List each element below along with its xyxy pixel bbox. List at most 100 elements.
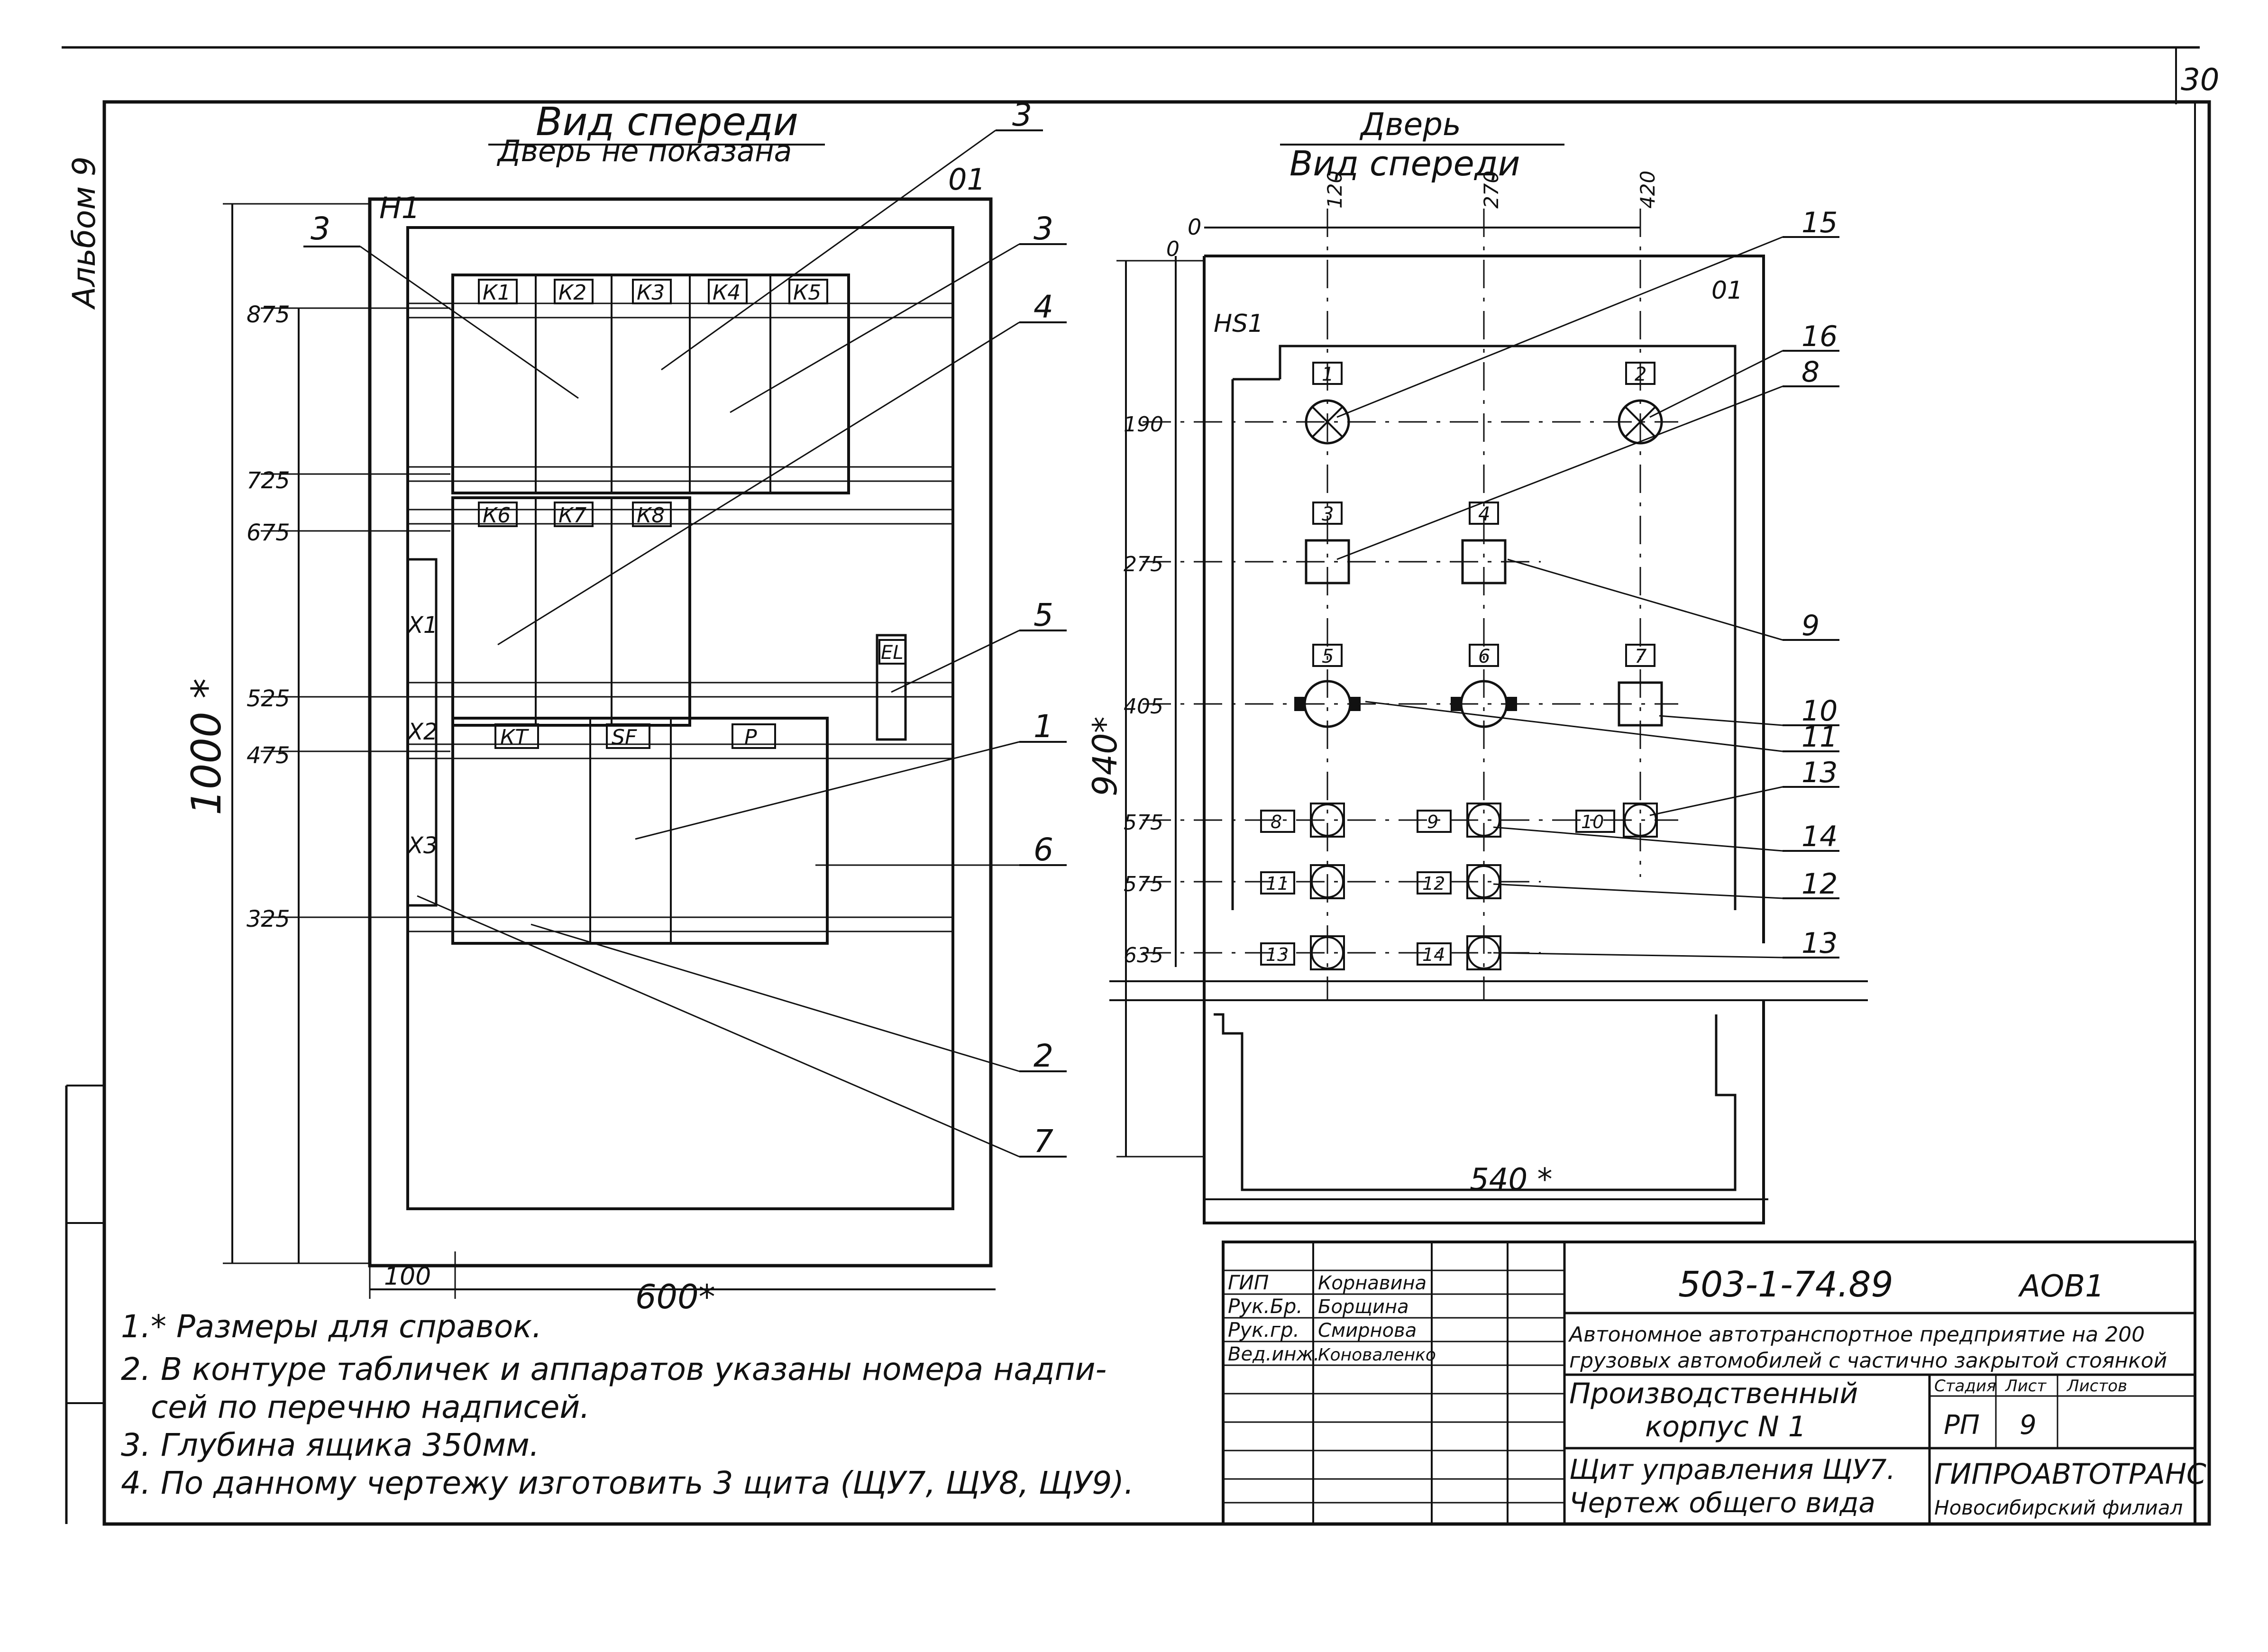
doc-code: 503-1-74.89 — [1678, 1264, 1893, 1305]
door-label-3: 3 — [1322, 503, 1334, 525]
project-line1: Автономное автотранспортное предприятие … — [1568, 1323, 2145, 1347]
front-view-title: Вид спереди — [536, 100, 798, 145]
level-875: 875 — [247, 301, 290, 328]
role-ruk-br: Рук.Бр. — [1228, 1295, 1303, 1318]
top-dim-0: 0 — [1188, 214, 1201, 240]
callout-3b: 3 — [311, 210, 330, 247]
name-3: Смирнова — [1318, 1320, 1417, 1342]
device-k5: К5 — [793, 281, 821, 305]
front-offset-label: 100 — [384, 1262, 431, 1291]
album-label: Альбом 9 — [66, 156, 102, 310]
door-label-11: 11 — [1266, 873, 1289, 894]
device-k4: К4 — [713, 281, 741, 305]
door-label-4: 4 — [1478, 503, 1490, 525]
name-1: Корнавина — [1318, 1272, 1427, 1294]
sheet-value: 9 — [2020, 1410, 2037, 1441]
breaker-block — [451, 717, 829, 945]
drawing-line2: Чертеж общего вида — [1569, 1487, 1875, 1519]
inner-label: 01 — [948, 162, 986, 197]
cabinet-label: Н1 — [379, 191, 420, 225]
callout-7: 7 — [1033, 1123, 1053, 1159]
terminal-x2: Х2 — [406, 719, 438, 745]
door-inner-label: 01 — [1711, 276, 1743, 305]
door-label-10: 10 — [1581, 812, 1604, 832]
door-callout-15: 15 — [1802, 206, 1838, 239]
front-callouts — [303, 129, 1067, 1158]
door-height-label: 940* — [1086, 716, 1125, 796]
level-725: 725 — [247, 467, 290, 494]
device-k3: К3 — [637, 281, 665, 305]
contactor-block-2 — [451, 496, 691, 727]
door-label-6: 6 — [1478, 646, 1490, 667]
row1-labels: К1 К2 К3 К4 К5 — [478, 279, 828, 305]
door-inner — [1279, 345, 1737, 910]
door-width-label: 540 * — [1470, 1162, 1553, 1197]
callout-3a: 3 — [1012, 97, 1032, 133]
door-label-5: 5 — [1322, 646, 1334, 667]
name-4: Коноваленко — [1318, 1345, 1436, 1365]
door-centerlines — [1143, 209, 1678, 1000]
door-label-1: 1 — [1322, 364, 1334, 385]
device-k6: К6 — [483, 503, 511, 528]
building-line1: Производственный — [1569, 1377, 1858, 1410]
note-2: 2. В контуре табличек и аппаратов указан… — [121, 1351, 1107, 1387]
role-ruk-gr: Рук.гр. — [1228, 1318, 1299, 1342]
door-callout-13b: 13 — [1802, 927, 1838, 960]
door-callout-14: 14 — [1802, 820, 1838, 853]
callout-1: 1 — [1033, 708, 1053, 745]
side-dim-575a: 575 — [1124, 811, 1163, 835]
door-label-8: 8 — [1271, 812, 1282, 832]
door-callout-9: 9 — [1802, 609, 1820, 642]
callout-3c: 3 — [1033, 210, 1053, 247]
org-name: ГИПРОАВТОТРАНС — [1934, 1458, 2206, 1491]
note-3: 3. Глубина ящика 350мм. — [121, 1427, 540, 1463]
door-label-13: 13 — [1266, 944, 1289, 965]
device-kt: КТ — [500, 725, 529, 749]
switch-7 — [1618, 681, 1663, 727]
doc-sheet-code: АОВ1 — [2018, 1269, 2104, 1304]
door-label-2: 2 — [1635, 364, 1646, 385]
terminal-x1: Х1 — [406, 612, 438, 639]
terminal-x3: Х3 — [406, 832, 438, 859]
callout-5: 5 — [1033, 597, 1053, 633]
level-525: 525 — [247, 685, 290, 712]
note-4: 4. По данному чертежу изготовить 3 щита … — [121, 1465, 1134, 1501]
door-callout-16: 16 — [1802, 320, 1838, 353]
door-callout-10: 10 — [1802, 694, 1838, 728]
side-dim-275: 275 — [1124, 552, 1163, 576]
cabinet-outline — [368, 197, 993, 1268]
device-k1: К1 — [483, 281, 511, 305]
door-view-title: Дверь — [1359, 106, 1461, 143]
front-view-subtitle: Дверь не показана — [496, 134, 792, 168]
level-675: 675 — [247, 520, 290, 546]
front-view: Вид спереди Дверь не показана Н1 01 Х1 Х… — [183, 97, 1067, 1316]
org-branch: Новосибирский филиал — [1934, 1496, 2183, 1519]
callout-2: 2 — [1033, 1038, 1053, 1074]
side-dim-0: 0 — [1166, 237, 1180, 261]
door-callout-11: 11 — [1802, 721, 1838, 754]
device-k7: К7 — [558, 503, 586, 528]
door-callout-12: 12 — [1802, 867, 1838, 901]
callout-6: 6 — [1033, 831, 1053, 868]
contactor-block-1 — [451, 274, 850, 494]
signal-lamps — [1305, 362, 1663, 445]
device-k2: К2 — [558, 281, 586, 305]
callout-4: 4 — [1033, 289, 1053, 325]
door-view: Дверь Вид спереди НS1 01 0 120 270 4 — [1086, 106, 1868, 1224]
lamp-2-icon — [1618, 399, 1663, 445]
terminal-strip — [406, 558, 438, 907]
project-line2: грузовых автомобилей с частично закрытой… — [1569, 1349, 2167, 1373]
device-k8: К8 — [637, 503, 665, 528]
name-2: Борщина — [1318, 1296, 1409, 1318]
role-ved-inzh: Вед.инж. — [1228, 1343, 1319, 1365]
door-cabinet-label: НS1 — [1214, 310, 1263, 338]
heater — [876, 634, 907, 741]
top-dim-420: 420 — [1636, 171, 1659, 209]
door-callout-13a: 13 — [1802, 756, 1838, 789]
lamp-1-icon — [1305, 399, 1350, 445]
side-dim-190: 190 — [1124, 412, 1163, 437]
din-rails — [408, 302, 953, 932]
door-label-12: 12 — [1422, 873, 1445, 894]
side-dim-635: 635 — [1124, 943, 1163, 967]
